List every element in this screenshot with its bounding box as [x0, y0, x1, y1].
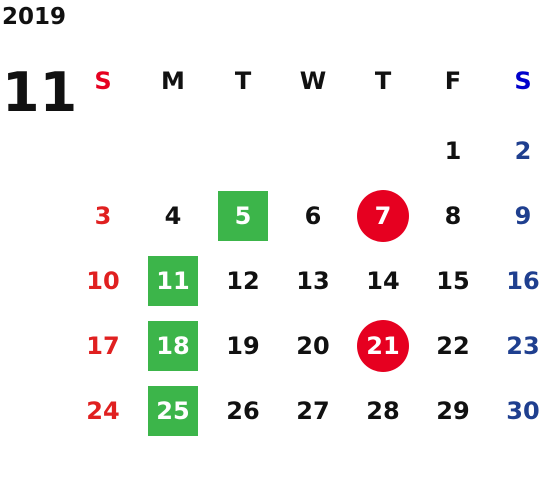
day-cell-10: 10 — [75, 256, 131, 306]
day-number: 30 — [506, 397, 540, 425]
highlighted-day-box: 18 — [148, 321, 198, 371]
day-number: 24 — [86, 397, 120, 425]
highlighted-day-circle: 7 — [357, 190, 409, 242]
day-cell-16: 16 — [495, 256, 548, 306]
day-number: 26 — [226, 397, 260, 425]
day-cell-24: 24 — [75, 386, 131, 436]
weekday-sunday: S — [94, 67, 112, 95]
day-cell-25: 25 — [145, 386, 201, 436]
day-number: 23 — [506, 332, 540, 360]
day-cell-7: 7 — [355, 190, 411, 242]
weekday-wednesday: W — [299, 67, 327, 95]
day-number: 28 — [366, 397, 400, 425]
day-number: 12 — [226, 267, 260, 295]
day-number: 13 — [296, 267, 330, 295]
day-cell-15: 15 — [425, 256, 481, 306]
day-number: 4 — [164, 202, 182, 230]
day-cell-20: 20 — [285, 321, 341, 371]
day-cell-13: 13 — [285, 256, 341, 306]
day-number: 1 — [444, 137, 462, 165]
day-cell-9: 9 — [495, 191, 548, 241]
day-number: 3 — [94, 202, 112, 230]
day-cell-28: 28 — [355, 386, 411, 436]
day-cell-30: 30 — [495, 386, 548, 436]
year-label: 2019 — [2, 4, 67, 30]
day-cell-2: 2 — [495, 126, 548, 176]
highlighted-day-box: 5 — [218, 191, 268, 241]
weekday-tuesday: T — [234, 67, 252, 95]
day-cell-1: 1 — [425, 126, 481, 176]
weekday-thursday: T — [374, 67, 392, 95]
day-cell-5: 5 — [215, 191, 271, 241]
day-cell-19: 19 — [215, 321, 271, 371]
day-number: 17 — [86, 332, 120, 360]
day-number: 29 — [436, 397, 470, 425]
day-cell-18: 18 — [145, 321, 201, 371]
weekday-saturday: S — [514, 67, 532, 95]
day-cell-8: 8 — [425, 191, 481, 241]
weekday-friday: F — [444, 67, 462, 95]
day-number: 27 — [296, 397, 330, 425]
day-number: 15 — [436, 267, 470, 295]
day-cell-6: 6 — [285, 191, 341, 241]
month-number: 11 — [2, 61, 78, 124]
day-number: 8 — [444, 202, 462, 230]
day-cell-17: 17 — [75, 321, 131, 371]
day-number: 10 — [86, 267, 120, 295]
day-number: 9 — [514, 202, 532, 230]
day-number: 16 — [506, 267, 540, 295]
day-number: 2 — [514, 137, 532, 165]
day-cell-26: 26 — [215, 386, 271, 436]
day-cell-11: 11 — [145, 256, 201, 306]
day-number: 19 — [226, 332, 260, 360]
day-number: 6 — [304, 202, 322, 230]
highlighted-day-box: 11 — [148, 256, 198, 306]
weekday-monday: M — [161, 67, 185, 95]
day-cell-27: 27 — [285, 386, 341, 436]
day-cell-4: 4 — [145, 191, 201, 241]
day-number: 14 — [366, 267, 400, 295]
day-cell-23: 23 — [495, 321, 548, 371]
day-number: 22 — [436, 332, 470, 360]
day-cell-12: 12 — [215, 256, 271, 306]
highlighted-day-box: 25 — [148, 386, 198, 436]
day-number: 20 — [296, 332, 330, 360]
day-cell-22: 22 — [425, 321, 481, 371]
day-cell-29: 29 — [425, 386, 481, 436]
day-cell-3: 3 — [75, 191, 131, 241]
day-cell-14: 14 — [355, 256, 411, 306]
highlighted-day-circle: 21 — [357, 320, 409, 372]
day-cell-21: 21 — [355, 320, 411, 372]
